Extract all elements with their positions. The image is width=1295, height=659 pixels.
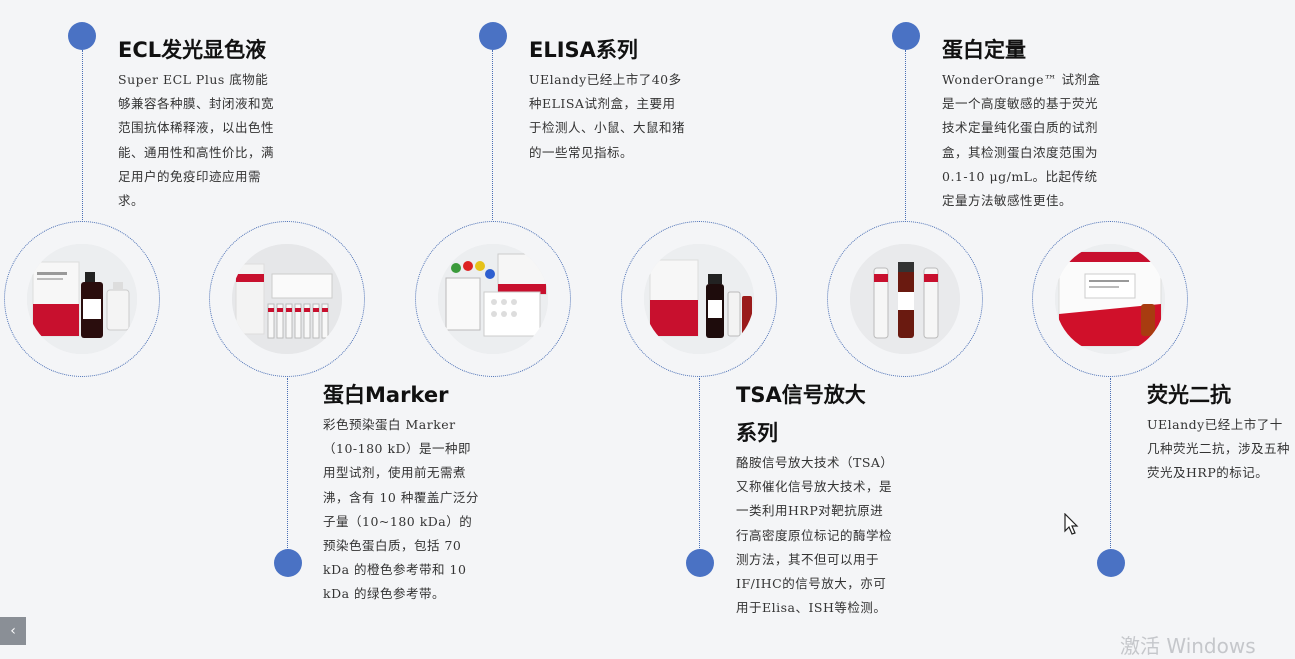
protein-quant-image[interactable]: [827, 221, 983, 377]
item-title-protein-quant: 蛋白定量: [942, 38, 1026, 62]
item-title-ecl: ECL发光显色液: [118, 38, 267, 62]
item-desc-fluor: UElandy已经上市了十几种荧光二抗，涉及五种荧光及HRP的标记。: [1147, 417, 1291, 481]
timeline-dot: [892, 22, 920, 50]
timeline-dot: [68, 22, 96, 50]
timeline-line-4: [699, 378, 700, 550]
timeline-dot: [274, 549, 302, 577]
timeline-line-3: [492, 50, 493, 220]
timeline-line-6: [1110, 378, 1111, 550]
elisa-kit-image[interactable]: [415, 221, 571, 377]
timeline-line-2: [287, 378, 288, 550]
timeline-dot: [1097, 549, 1125, 577]
ecl-kit-image[interactable]: [4, 221, 160, 377]
mouse-cursor-icon: [1064, 513, 1079, 535]
protein-marker-image[interactable]: [209, 221, 365, 377]
timeline-dot: [479, 22, 507, 50]
item-desc-marker: 彩色预染蛋白 Marker（10-180 kD）是一种即用型试剂，使用前无需煮沸…: [323, 417, 479, 602]
timeline-dot: [686, 549, 714, 577]
item-title-fluor: 荧光二抗: [1147, 383, 1231, 407]
item-title-tsa: TSA信号放大系列: [736, 383, 866, 445]
fluorescent-antibody-image[interactable]: [1032, 221, 1188, 377]
tsa-kit-image[interactable]: [621, 221, 777, 377]
item-desc-tsa: 酪胺信号放大技术（TSA）又称催化信号放大技术，是一类利用HRP对靶抗原进行高密…: [736, 455, 893, 616]
item-title-marker: 蛋白Marker: [323, 383, 449, 407]
item-desc-elisa: UElandy已经上市了40多种ELISA试剂盒，主要用于检测人、小鼠、大鼠和猪…: [529, 72, 686, 160]
timeline-line-5: [905, 50, 906, 220]
item-desc-ecl: Super ECL Plus 底物能够兼容各种膜、封闭液和宽范围抗体稀释液，以出…: [118, 72, 275, 209]
item-desc-protein-quant: WonderOrange™ 试剂盒是一个高度敏感的基于荧光技术定量纯化蛋白质的试…: [942, 72, 1101, 209]
previous-slide-button[interactable]: ‹: [0, 617, 26, 645]
timeline-line-1: [82, 50, 83, 220]
item-title-elisa: ELISA系列: [529, 38, 638, 62]
